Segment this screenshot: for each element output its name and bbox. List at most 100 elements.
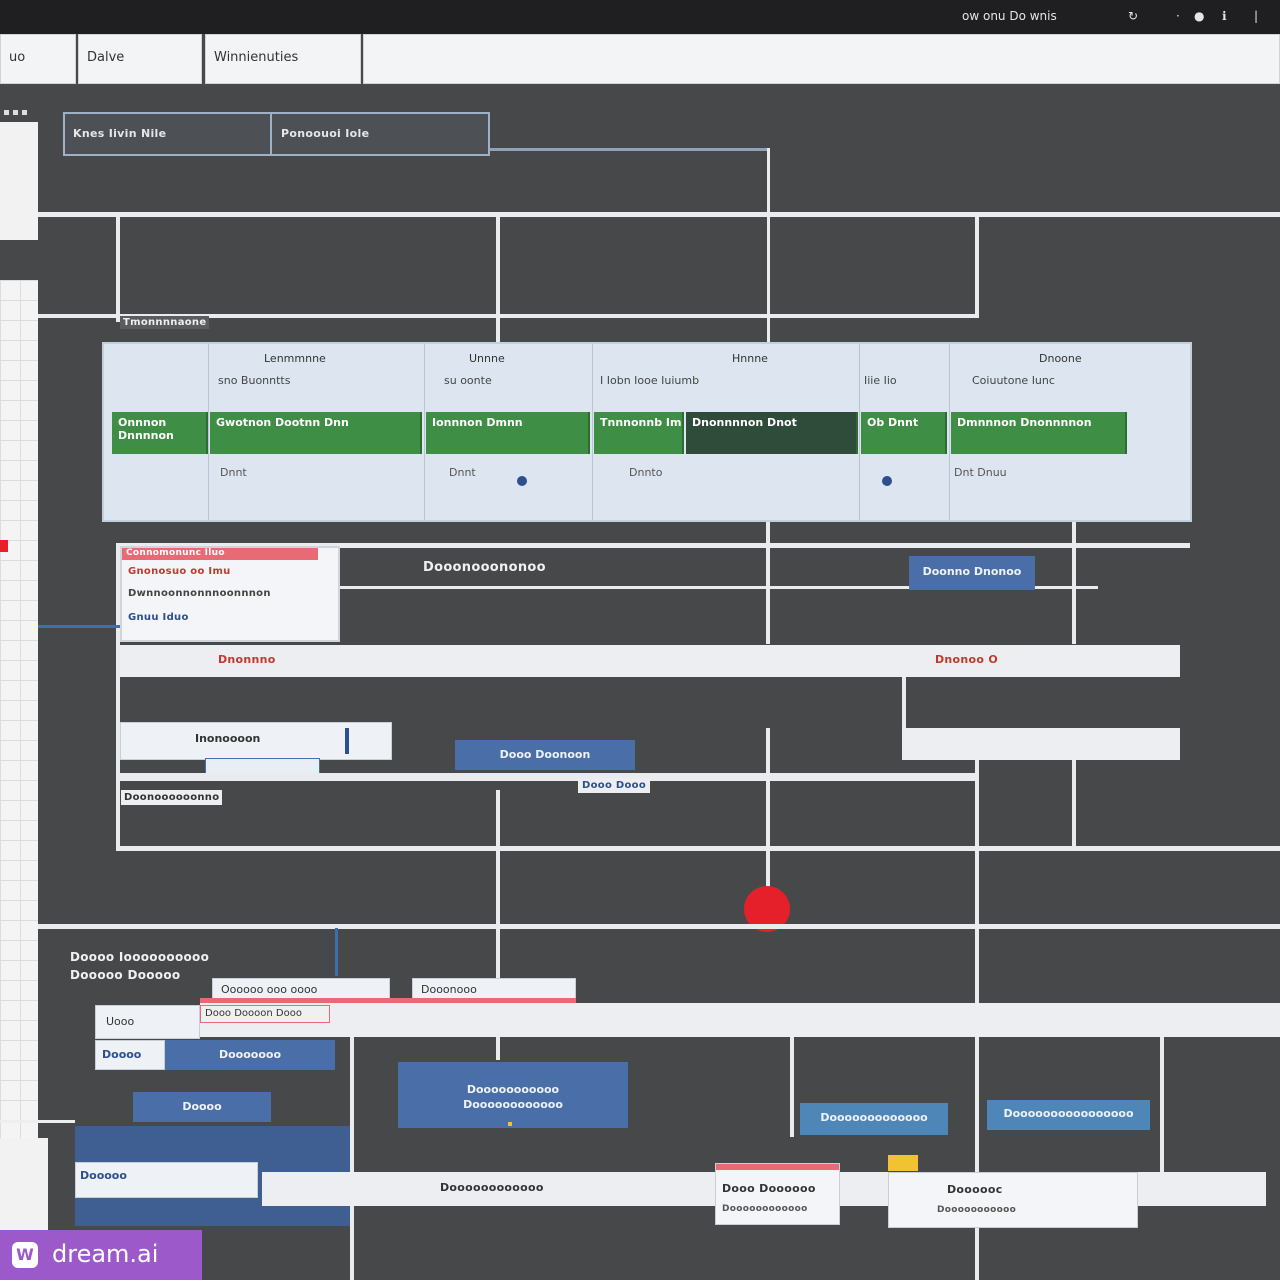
status-dot-icon	[517, 476, 527, 486]
grid-footer: Dnnt	[220, 466, 247, 479]
connector	[975, 212, 979, 318]
connector	[766, 728, 770, 908]
card-header-bar	[122, 548, 318, 560]
info-icon[interactable]: ℹ	[1222, 9, 1227, 23]
info-card[interactable]: Connomonunc Iluo Gnonosuo oo Imu Dwnnoon…	[120, 546, 340, 642]
blue-box[interactable]: Doooooooooooooooo	[987, 1100, 1150, 1130]
timeline-bar	[902, 728, 1180, 760]
grid-row[interactable]: Gwotnon Dootnn Dnn	[210, 412, 422, 454]
connector	[116, 543, 120, 851]
tab-1[interactable]: uo	[0, 34, 76, 84]
watermark: W dream.ai	[0, 1230, 202, 1280]
grid-column: su oonte	[444, 374, 492, 387]
connector	[38, 625, 120, 628]
chip[interactable]: Dooo Doooon Dooo	[200, 1005, 330, 1023]
dots-icon	[4, 100, 34, 115]
panel-line: Dooooooooooo	[466, 1083, 560, 1096]
breadcrumb-left[interactable]: Knes Iivin Nile	[73, 127, 167, 140]
status-chip[interactable]: Doonno Dnonoo	[909, 556, 1035, 590]
blue-panel[interactable]: Dooooooooooo Doooooooooooo	[398, 1062, 628, 1128]
card-title: Connomonunc Iluo	[126, 548, 225, 558]
sidebar-panel	[0, 122, 38, 240]
grid-row[interactable]: Dnonnnnon Dnot	[686, 412, 858, 454]
chip[interactable]: Uooo	[95, 1005, 200, 1039]
schedule-grid: Lenmmnne Unnne Hnnne Dnoone sno Buonntts…	[102, 342, 1192, 522]
lower-subtitle: Dooooo Dooooo	[70, 968, 181, 982]
watermark-text: dream.ai	[52, 1240, 159, 1268]
task-box[interactable]: Inonoooon	[120, 722, 392, 760]
section-heading: Dooonooononoo	[423, 560, 546, 575]
connector	[0, 1120, 75, 1123]
connector	[767, 148, 770, 342]
cursor-marker	[345, 728, 349, 754]
grid-column: Coiuutone Iunc	[972, 374, 1055, 387]
chip[interactable]: Oooooo ooo oooo	[212, 978, 390, 1000]
timeline-bar	[200, 1003, 1280, 1037]
connector	[350, 1037, 354, 1280]
vertical-ruler	[0, 280, 38, 1228]
chip[interactable]: Dooooooo	[165, 1040, 335, 1070]
note-sub: Doooooooooooo	[722, 1204, 808, 1214]
lower-title: Doooo Ioooooooooo	[70, 950, 210, 964]
timeline-bar	[120, 645, 1180, 677]
marker-icon	[508, 1122, 512, 1126]
connector	[335, 928, 338, 976]
connector	[490, 148, 770, 151]
connector	[902, 677, 906, 733]
note-text: Doooooc	[947, 1183, 1003, 1196]
divider	[38, 924, 1280, 929]
small-label: Doonoooooonno	[121, 790, 223, 805]
chip[interactable]: Doooo	[133, 1092, 271, 1122]
card-line: Dwnnoonnonnnoonnnon	[128, 588, 271, 599]
grid-row[interactable]: Dmnnnon Dnonnnnon	[951, 412, 1127, 454]
flag-icon[interactable]	[888, 1155, 918, 1171]
connector	[116, 212, 120, 322]
card-line: Gnonosuo oo Imu	[128, 566, 231, 577]
note-card[interactable]: Doooooc Dooooooooooo	[888, 1172, 1138, 1228]
tab-3[interactable]: Winnienuties	[205, 34, 361, 84]
breadcrumb-right[interactable]: Ponoouoi Iole	[281, 127, 370, 140]
divider	[120, 543, 1190, 548]
logo-icon: W	[12, 1242, 38, 1268]
note-card[interactable]: Dooo Doooooo Doooooooooooo	[715, 1163, 840, 1225]
grid-row[interactable]: Tnnnonnb Imonn	[594, 412, 684, 454]
blue-box[interactable]: Dooooooooooooo	[800, 1103, 948, 1135]
grid-row[interactable]: Onnnon Dnnnnon	[112, 412, 208, 454]
connector	[790, 1037, 794, 1137]
divider	[318, 586, 1098, 589]
tab-strip: uo Dalve Winnienuties	[0, 34, 1280, 86]
grid-header: Dnoone	[1039, 352, 1082, 365]
chip[interactable]: Dooooo	[75, 1162, 258, 1198]
section-label: Tmonnnnaone	[120, 316, 210, 329]
chip[interactable]: Dooonooo	[412, 978, 576, 1000]
chip[interactable]: Doooo	[95, 1040, 165, 1070]
bar-label-left: Dnonnno	[218, 653, 276, 666]
breadcrumb: Knes Iivin Nile Ponoouoi Iole	[63, 112, 490, 156]
grid-footer: Dnnto	[629, 466, 663, 479]
tiny-label: Dooo Dooo	[578, 778, 651, 793]
connector	[766, 522, 770, 644]
title-text: ow onu Do wnis	[962, 9, 1057, 23]
note-sub: Dooooooooooo	[937, 1205, 1017, 1215]
divider	[38, 314, 978, 318]
panel-line: Doooooooooooo	[463, 1098, 563, 1111]
card-line: Gnuu Iduo	[128, 612, 189, 623]
tab-2[interactable]: Dalve	[78, 34, 202, 84]
tab-4[interactable]	[363, 34, 1280, 84]
record-icon[interactable]: ●	[1194, 9, 1205, 23]
divider	[120, 773, 978, 781]
dot-icon[interactable]: ·	[1176, 9, 1180, 23]
grid-header: Hnnne	[732, 352, 768, 365]
grid-header: Unnne	[469, 352, 505, 365]
grid-footer: Dnnt	[449, 466, 476, 479]
refresh-icon[interactable]: ↻	[1128, 9, 1139, 23]
divider	[38, 212, 1280, 217]
grid-row[interactable]: Ob Dnnt	[861, 412, 947, 454]
grid-row[interactable]: Ionnnon Dmnn	[426, 412, 590, 454]
grid-column: Iiie Iio	[864, 374, 897, 387]
task-chip[interactable]: Dooo Doonoon	[455, 740, 635, 770]
connector	[496, 212, 500, 342]
divider	[116, 846, 1280, 851]
title-bar: ow onu Do wnis ↻ · ● ℹ |	[0, 0, 1280, 34]
status-dot-icon	[882, 476, 892, 486]
